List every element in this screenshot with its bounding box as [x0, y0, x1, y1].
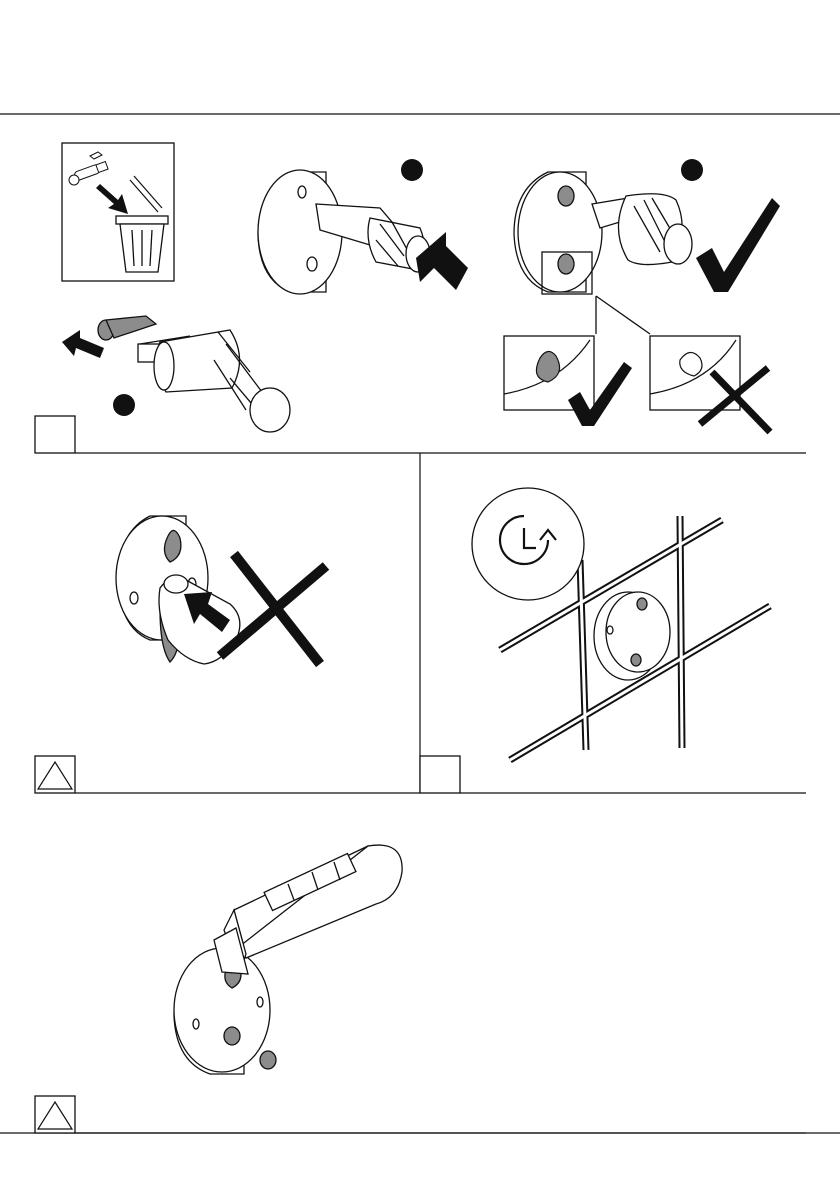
- arrow-left-icon: [62, 330, 104, 358]
- step-marker-dot: [681, 159, 703, 181]
- panel-step-1: [35, 143, 806, 453]
- step-badge-square: [35, 416, 75, 453]
- wall-fixture: [594, 592, 670, 680]
- discard-box: [62, 143, 174, 281]
- panel-step-4: [35, 845, 806, 1133]
- detail-correct: [504, 336, 632, 426]
- detail-incorrect: [650, 336, 770, 432]
- fixture-insert-illustration: [258, 170, 468, 294]
- cap-removal-illustration: [62, 316, 290, 432]
- check-icon: [696, 198, 780, 292]
- cross-icon: [220, 554, 326, 664]
- clock-rotate-icon: [472, 488, 584, 600]
- utility-knife-icon: [214, 845, 402, 974]
- panel-step-3: [420, 488, 806, 793]
- fixture-seated-illustration: [514, 172, 692, 334]
- step-marker-dot: [113, 394, 135, 416]
- step-marker-dot: [401, 159, 423, 181]
- panel-step-2: [35, 453, 420, 793]
